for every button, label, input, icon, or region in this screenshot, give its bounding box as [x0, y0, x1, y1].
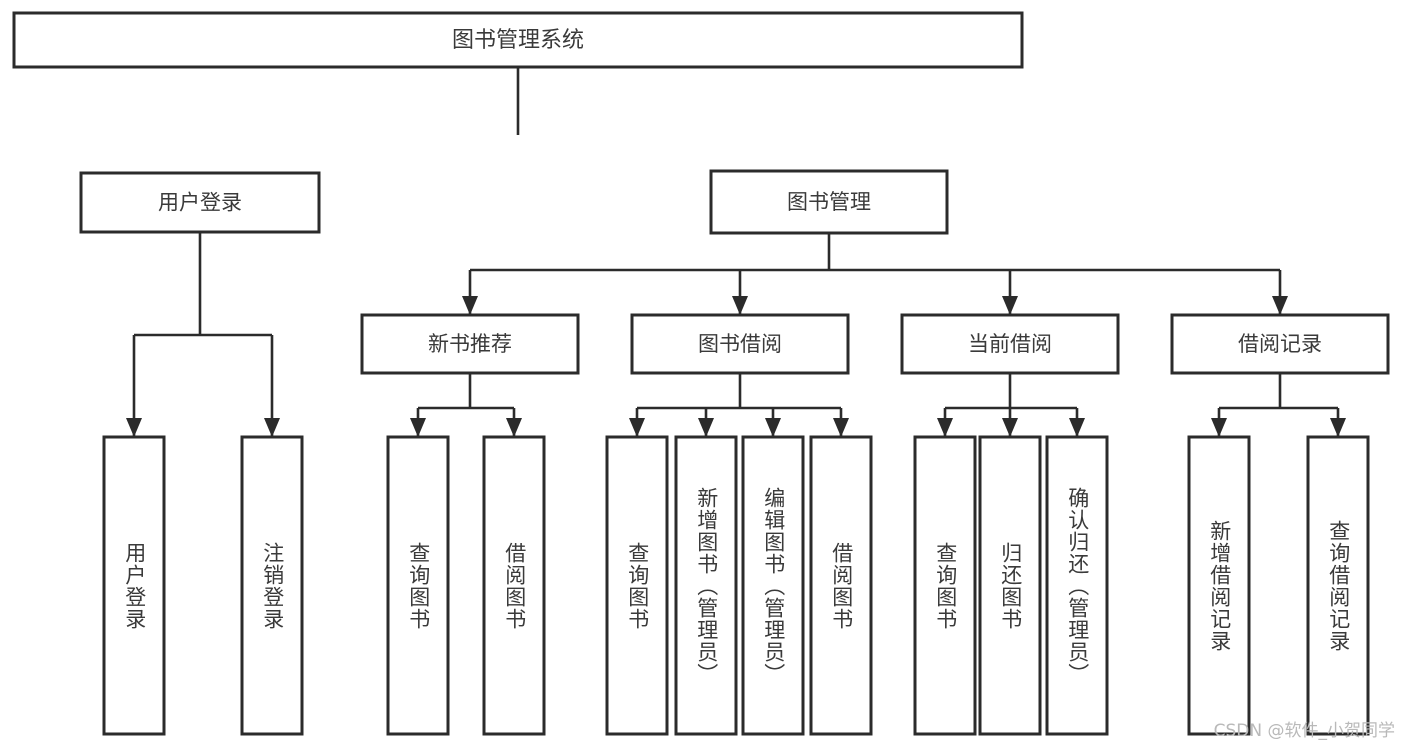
- connector-layer: [126, 67, 1346, 437]
- node-box-leaf-query-book-2[interactable]: [605, 435, 669, 736]
- arrow-head-icon-leaf-query-record: [1330, 418, 1346, 437]
- arrow-head-icon-leaf-return-book: [1002, 418, 1018, 437]
- arrow-head-icon-current-borrow: [1002, 296, 1018, 315]
- arrow-head-icon-book-borrow: [732, 296, 748, 315]
- arrow-head-icon-leaf-borrow-book-2: [833, 418, 849, 437]
- node-box-book-manage[interactable]: [709, 169, 949, 235]
- node-box-leaf-query-book-3[interactable]: [913, 435, 977, 736]
- node-box-leaf-query-record[interactable]: [1306, 435, 1370, 736]
- node-box-leaf-user-login[interactable]: [102, 435, 166, 736]
- node-label-book-manage: 图书管理: [787, 190, 871, 214]
- node-box-leaf-query-book-1[interactable]: [386, 435, 450, 736]
- arrow-head-icon-leaf-add-book: [698, 418, 714, 437]
- arrow-head-icon-leaf-query-book-3: [937, 418, 953, 437]
- arrow-head-icon-leaf-logout: [264, 418, 280, 437]
- arrow-head-icon-leaf-add-record: [1211, 418, 1227, 437]
- node-box-leaf-add-book[interactable]: [674, 435, 738, 736]
- arrow-head-icon-leaf-query-book-1: [410, 418, 426, 437]
- arrow-head-icon-borrow-record: [1272, 296, 1288, 315]
- arrow-head-icon-new-book-rec: [462, 296, 478, 315]
- node-box-root[interactable]: [12, 11, 1024, 69]
- node-box-leaf-borrow-book-1[interactable]: [482, 435, 546, 736]
- node-label-book-borrow: 图书借阅: [698, 332, 782, 356]
- node-box-borrow-record[interactable]: [1170, 313, 1390, 375]
- node-box-new-book-rec[interactable]: [360, 313, 580, 375]
- node-box-current-borrow[interactable]: [900, 313, 1120, 375]
- arrow-head-icon-leaf-confirm-return: [1069, 418, 1085, 437]
- node-label-new-book-rec: 新书推荐: [428, 332, 512, 356]
- node-label-root: 图书管理系统: [452, 28, 584, 53]
- watermark-text: CSDN @软件_小贺同学: [1213, 721, 1395, 741]
- arrow-head-icon-leaf-user-login: [126, 418, 142, 437]
- node-box-leaf-add-record[interactable]: [1187, 435, 1251, 736]
- arrow-head-icon-leaf-borrow-book-1: [506, 418, 522, 437]
- node-box-leaf-return-book[interactable]: [978, 435, 1042, 736]
- node-label-user-login: 用户登录: [158, 191, 242, 215]
- box-layer: [12, 11, 1390, 736]
- node-box-leaf-edit-book[interactable]: [741, 435, 805, 736]
- node-box-book-borrow[interactable]: [630, 313, 850, 375]
- arrow-head-icon-leaf-edit-book: [765, 418, 781, 437]
- node-box-leaf-borrow-book-2[interactable]: [809, 435, 873, 736]
- arrow-head-icon-leaf-query-book-2: [629, 418, 645, 437]
- node-box-user-login[interactable]: [79, 171, 321, 234]
- node-label-current-borrow: 当前借阅: [968, 332, 1052, 356]
- node-box-leaf-logout[interactable]: [240, 435, 304, 736]
- node-label-borrow-record: 借阅记录: [1238, 332, 1322, 356]
- node-box-leaf-confirm-return[interactable]: [1045, 435, 1109, 736]
